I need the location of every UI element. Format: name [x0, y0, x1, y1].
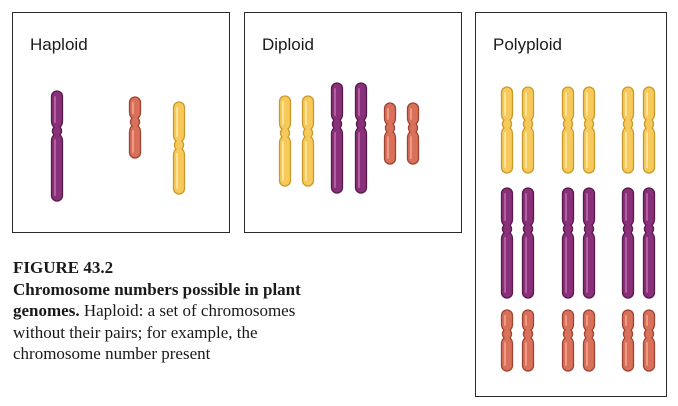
yellow-chromosome [278, 95, 292, 187]
orange-chromosome [582, 309, 596, 372]
purple-chromosome [50, 90, 64, 202]
yellow-chromosome [582, 86, 596, 174]
purple-chromosome [354, 82, 368, 194]
polyploid-chromosomes [500, 86, 656, 372]
orange-chromosome [561, 309, 575, 372]
purple-chromosome [561, 187, 575, 299]
purple-chromosome [621, 187, 635, 299]
haploid-label: Haploid [30, 35, 88, 54]
figure-title: Chromosome numbers possible in plant gen… [13, 279, 301, 321]
purple-chromosome [330, 82, 344, 194]
yellow-chromosome [642, 86, 656, 174]
figure-number: FIGURE 43.2 [13, 258, 114, 277]
diploid-panel: Diploid [244, 12, 462, 233]
purple-chromosome [500, 187, 514, 299]
purple-chromosome [582, 187, 596, 299]
orange-chromosome [521, 309, 535, 372]
orange-chromosome [128, 96, 142, 159]
purple-chromosome [642, 187, 656, 299]
diploid-label: Diploid [262, 35, 314, 54]
yellow-chromosome [301, 95, 315, 187]
polyploid-label: Polyploid [493, 35, 562, 54]
orange-chromosome [621, 309, 635, 372]
orange-chromosome [642, 309, 656, 372]
yellow-chromosome [172, 101, 186, 195]
haploid-panel: Haploid [12, 12, 230, 233]
yellow-chromosome [561, 86, 575, 174]
polyploid-panel: Polyploid [475, 12, 667, 397]
diploid-chromosomes [278, 82, 420, 194]
purple-chromosome [521, 187, 535, 299]
yellow-chromosome [621, 86, 635, 174]
yellow-chromosome [521, 86, 535, 174]
orange-chromosome [406, 102, 420, 165]
figure-description: Haploid: a set of chromosomes without th… [13, 301, 296, 363]
yellow-chromosome [500, 86, 514, 174]
figure-caption: FIGURE 43.2 Chromosome numbers possible … [13, 257, 343, 365]
orange-chromosome [383, 102, 397, 165]
orange-chromosome [500, 309, 514, 372]
haploid-chromosomes [50, 90, 186, 202]
